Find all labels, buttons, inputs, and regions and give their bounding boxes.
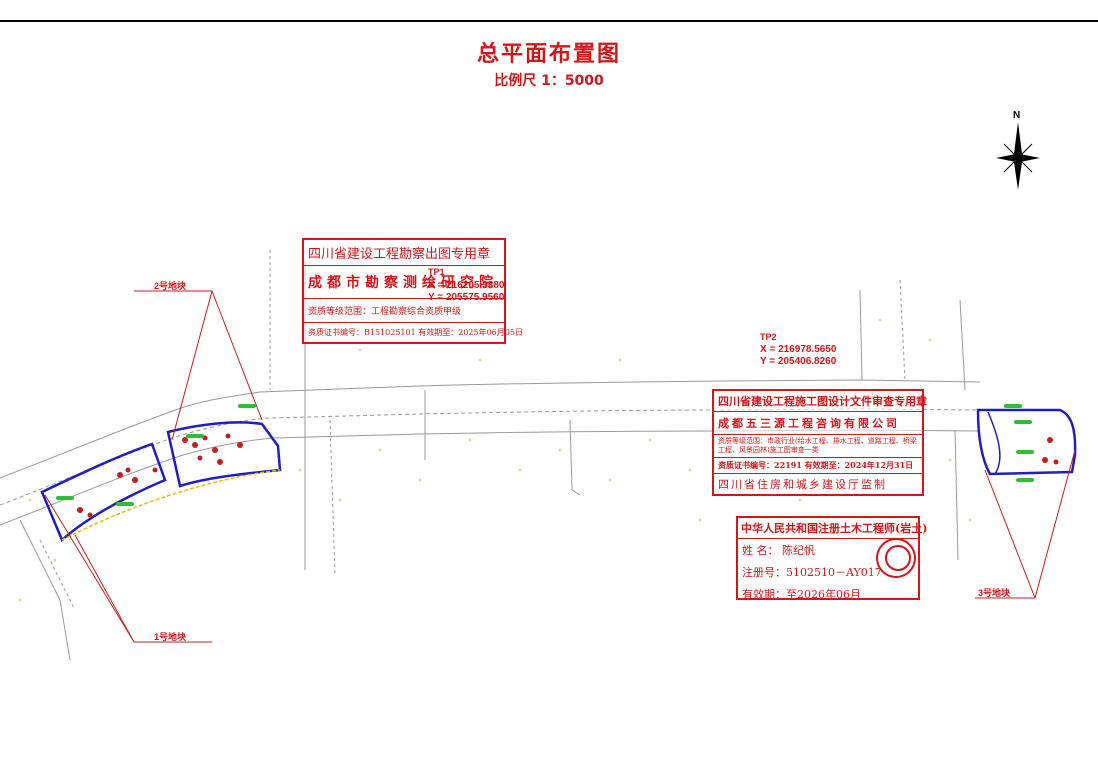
tp1-x: X = 216205.3380 [428,280,505,291]
compass-icon [996,122,1040,190]
plot1-label: 1号地块 [154,632,187,642]
plot-edge-yellow [61,469,281,541]
engineer-valid: 有效期：至2026年06月 [742,588,861,601]
tp1-y: Y = 205575.9560 [428,292,505,303]
road-network [0,250,981,661]
survey-stamp-line1: 四川省建设工程勘察出图专用章 [304,240,504,266]
review-stamp: 四川省建设工程施工图设计文件审查专用章 成都五三源工程咨询有限公司 资质等级范围… [712,389,927,496]
review-stamp-line4: 资质证书编号：22191 有效期至：2024年12月31日 [714,458,922,474]
map-scale: 比例尺 1：5000 [494,73,604,89]
survey-stamp-line4: 资质证书编号：B151025101 有效期至：2025年06月05日 [308,328,523,337]
plot2-label: 2号地块 [154,281,187,291]
north-arrow: N [994,110,1042,194]
survey-stamp-line3: 资质等级范围：工程勘察综合资质甲级 [304,299,504,323]
survey-stamp-line2: 成都市勘察测绘研究院 [304,266,504,299]
engineer-seal-icon [876,538,916,578]
map-title: 总平面布置图 [476,42,621,67]
review-stamp-line5: 四川省住房和城乡建设厅监制 [718,478,887,491]
tp2-x: X = 216978.5650 [760,344,837,355]
engineer-name: 姓 名： 陈纪帆 [742,544,815,557]
callout-lines [44,290,1076,643]
plot3-label: 3号地块 [978,588,1011,598]
top-border-line [0,20,1098,22]
tp2-name: TP2 [760,332,777,342]
green-markers [56,404,1034,506]
review-stamp-line2: 成都五三源工程咨询有限公司 [714,412,922,435]
tp2-y: Y = 205406.8260 [760,356,837,367]
review-stamp-line1: 四川省建设工程施工图设计文件审查专用章 [714,391,927,412]
plot3-boundary [976,408,1077,476]
survey-stamp: 四川省建设工程勘察出图专用章 成都市勘察测绘研究院 资质等级范围：工程勘察综合资… [302,238,523,344]
north-label: N [1013,110,1021,121]
tp1-name: TP1 [428,267,445,277]
engineer-reg: 注册号：5102510－AY017 [742,566,882,579]
engineer-stamp-line1: 中华人民共和国注册土木工程师(岩土) [738,518,927,539]
plot1-boundary [40,442,167,543]
review-stamp-line3: 资质等级范围：市政行业(给水工程、排水工程、道路工程、桥梁工程、风景园林)施工图… [714,435,922,458]
